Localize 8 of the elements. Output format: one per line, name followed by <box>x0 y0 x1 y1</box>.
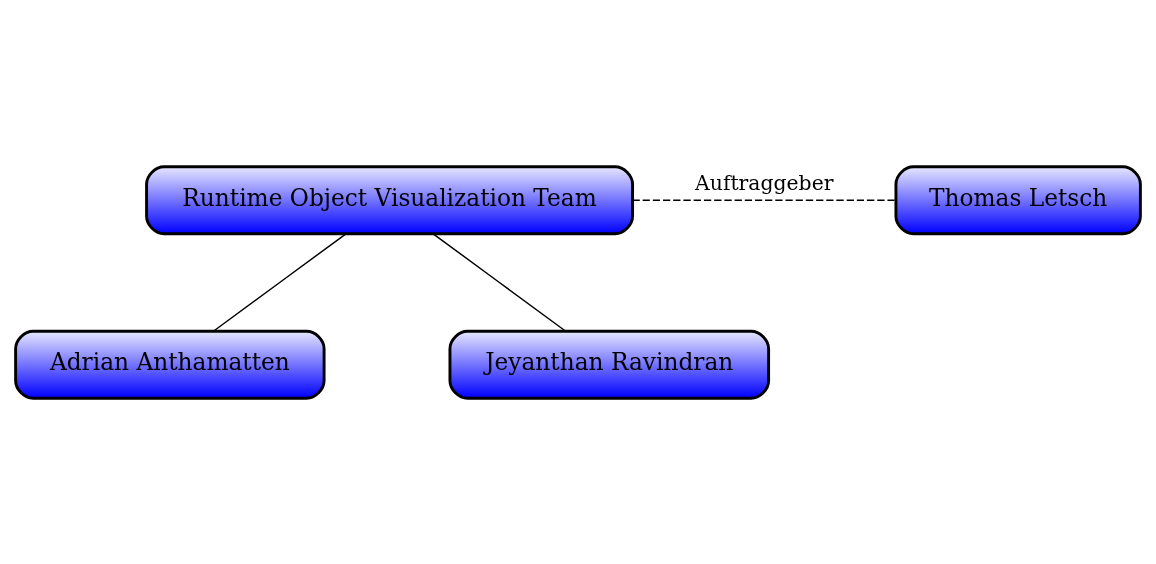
connector <box>212 232 347 332</box>
node-box: Thomas Letsch <box>894 164 1142 235</box>
edge-label: Auftraggeber <box>695 170 834 195</box>
node-box: Runtime Object Visualization Team <box>145 164 635 235</box>
node-box: Jeyanthan Ravindran <box>448 329 771 400</box>
connector <box>432 232 567 332</box>
connector <box>631 199 897 201</box>
node-box: Adrian Anthamatten <box>14 329 326 400</box>
